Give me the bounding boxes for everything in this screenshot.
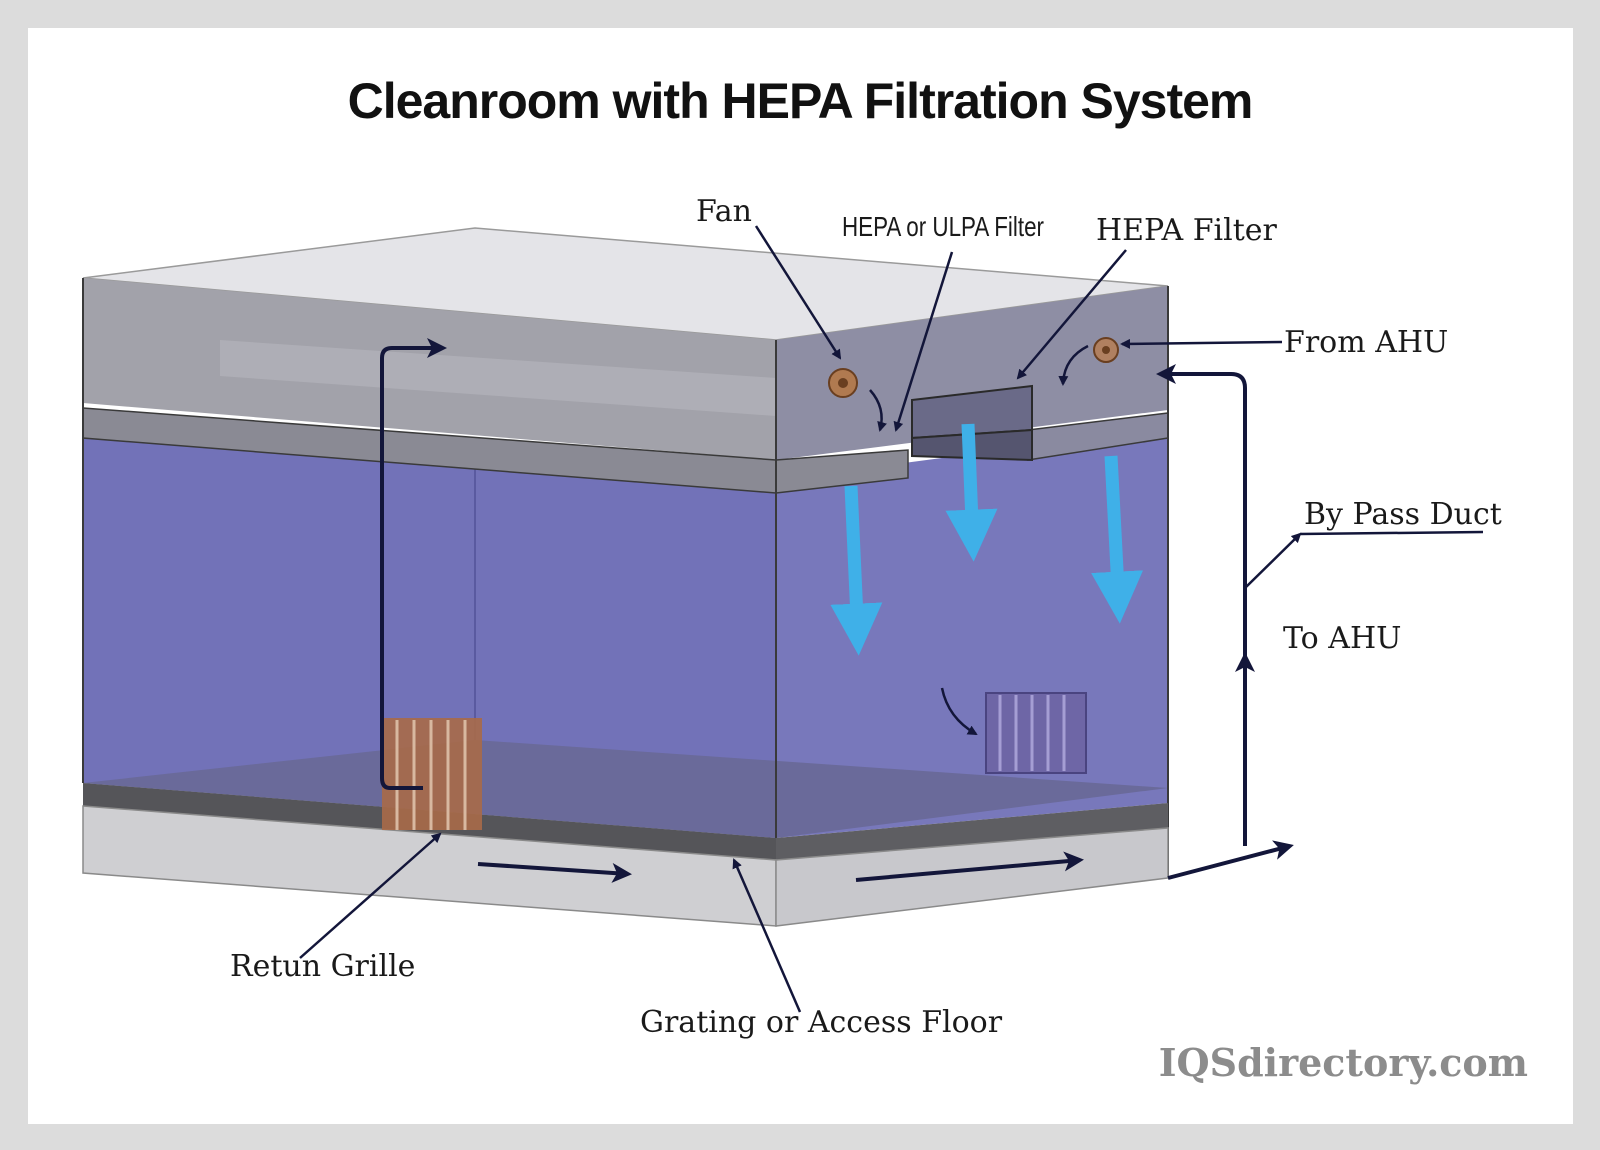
watermark: IQSdirectory.com: [1159, 1040, 1528, 1085]
label-access-floor: Grating or Access Floor: [640, 1005, 1003, 1040]
fan-icon: [828, 368, 858, 398]
label-fan: Fan: [696, 194, 752, 229]
plenum-right-face: [776, 286, 1168, 460]
label-hepa-ulpa-filter: HEPA or ULPA Filter: [842, 211, 1044, 242]
fan-flow-arrow: [1058, 344, 1089, 386]
cleanroom-diagram: Cleanroom with HEPA Filtration System: [82, 73, 1528, 1085]
bypass-duct-loop: [1156, 364, 1255, 846]
cleanroom-room: [83, 428, 1168, 838]
wall-grille-arrow: [940, 687, 978, 736]
leader-lines: [299, 225, 1484, 1013]
airflow-arrow: [945, 423, 998, 562]
fan-icon: [1093, 337, 1119, 363]
plenum-inner-duct: [220, 340, 776, 416]
wall-return-grille: [985, 692, 1087, 774]
to-ahu-outlet-arrow: [1167, 840, 1294, 880]
label-to-ahu: To AHU: [1283, 621, 1401, 656]
label-from-ahu: From AHU: [1284, 325, 1448, 360]
grating-band-right: [776, 803, 1168, 860]
return-grille: [382, 718, 482, 830]
label-hepa-filter: HEPA Filter: [1096, 213, 1278, 248]
room-back-wall: [83, 438, 776, 838]
clean-airflow-arrows: [830, 423, 1144, 656]
label-return-grille: Retun Grille: [230, 949, 415, 984]
underfloor-flow-arrow: [855, 851, 1084, 882]
airflow-arrow: [1091, 455, 1144, 624]
diagram-frame: Cleanroom with HEPA Filtration System: [28, 28, 1573, 1124]
diagram-title: Cleanroom with HEPA Filtration System: [348, 73, 1253, 129]
room-floor: [83, 740, 1168, 838]
label-by-pass-duct: By Pass Duct: [1304, 497, 1502, 532]
return-air-path: [380, 338, 1294, 883]
underfloor-flow-arrow: [477, 862, 632, 883]
airflow-arrow: [830, 485, 883, 656]
fan-to-filter-arrow: [869, 389, 887, 432]
ceiling-plenum: [82, 227, 1169, 926]
